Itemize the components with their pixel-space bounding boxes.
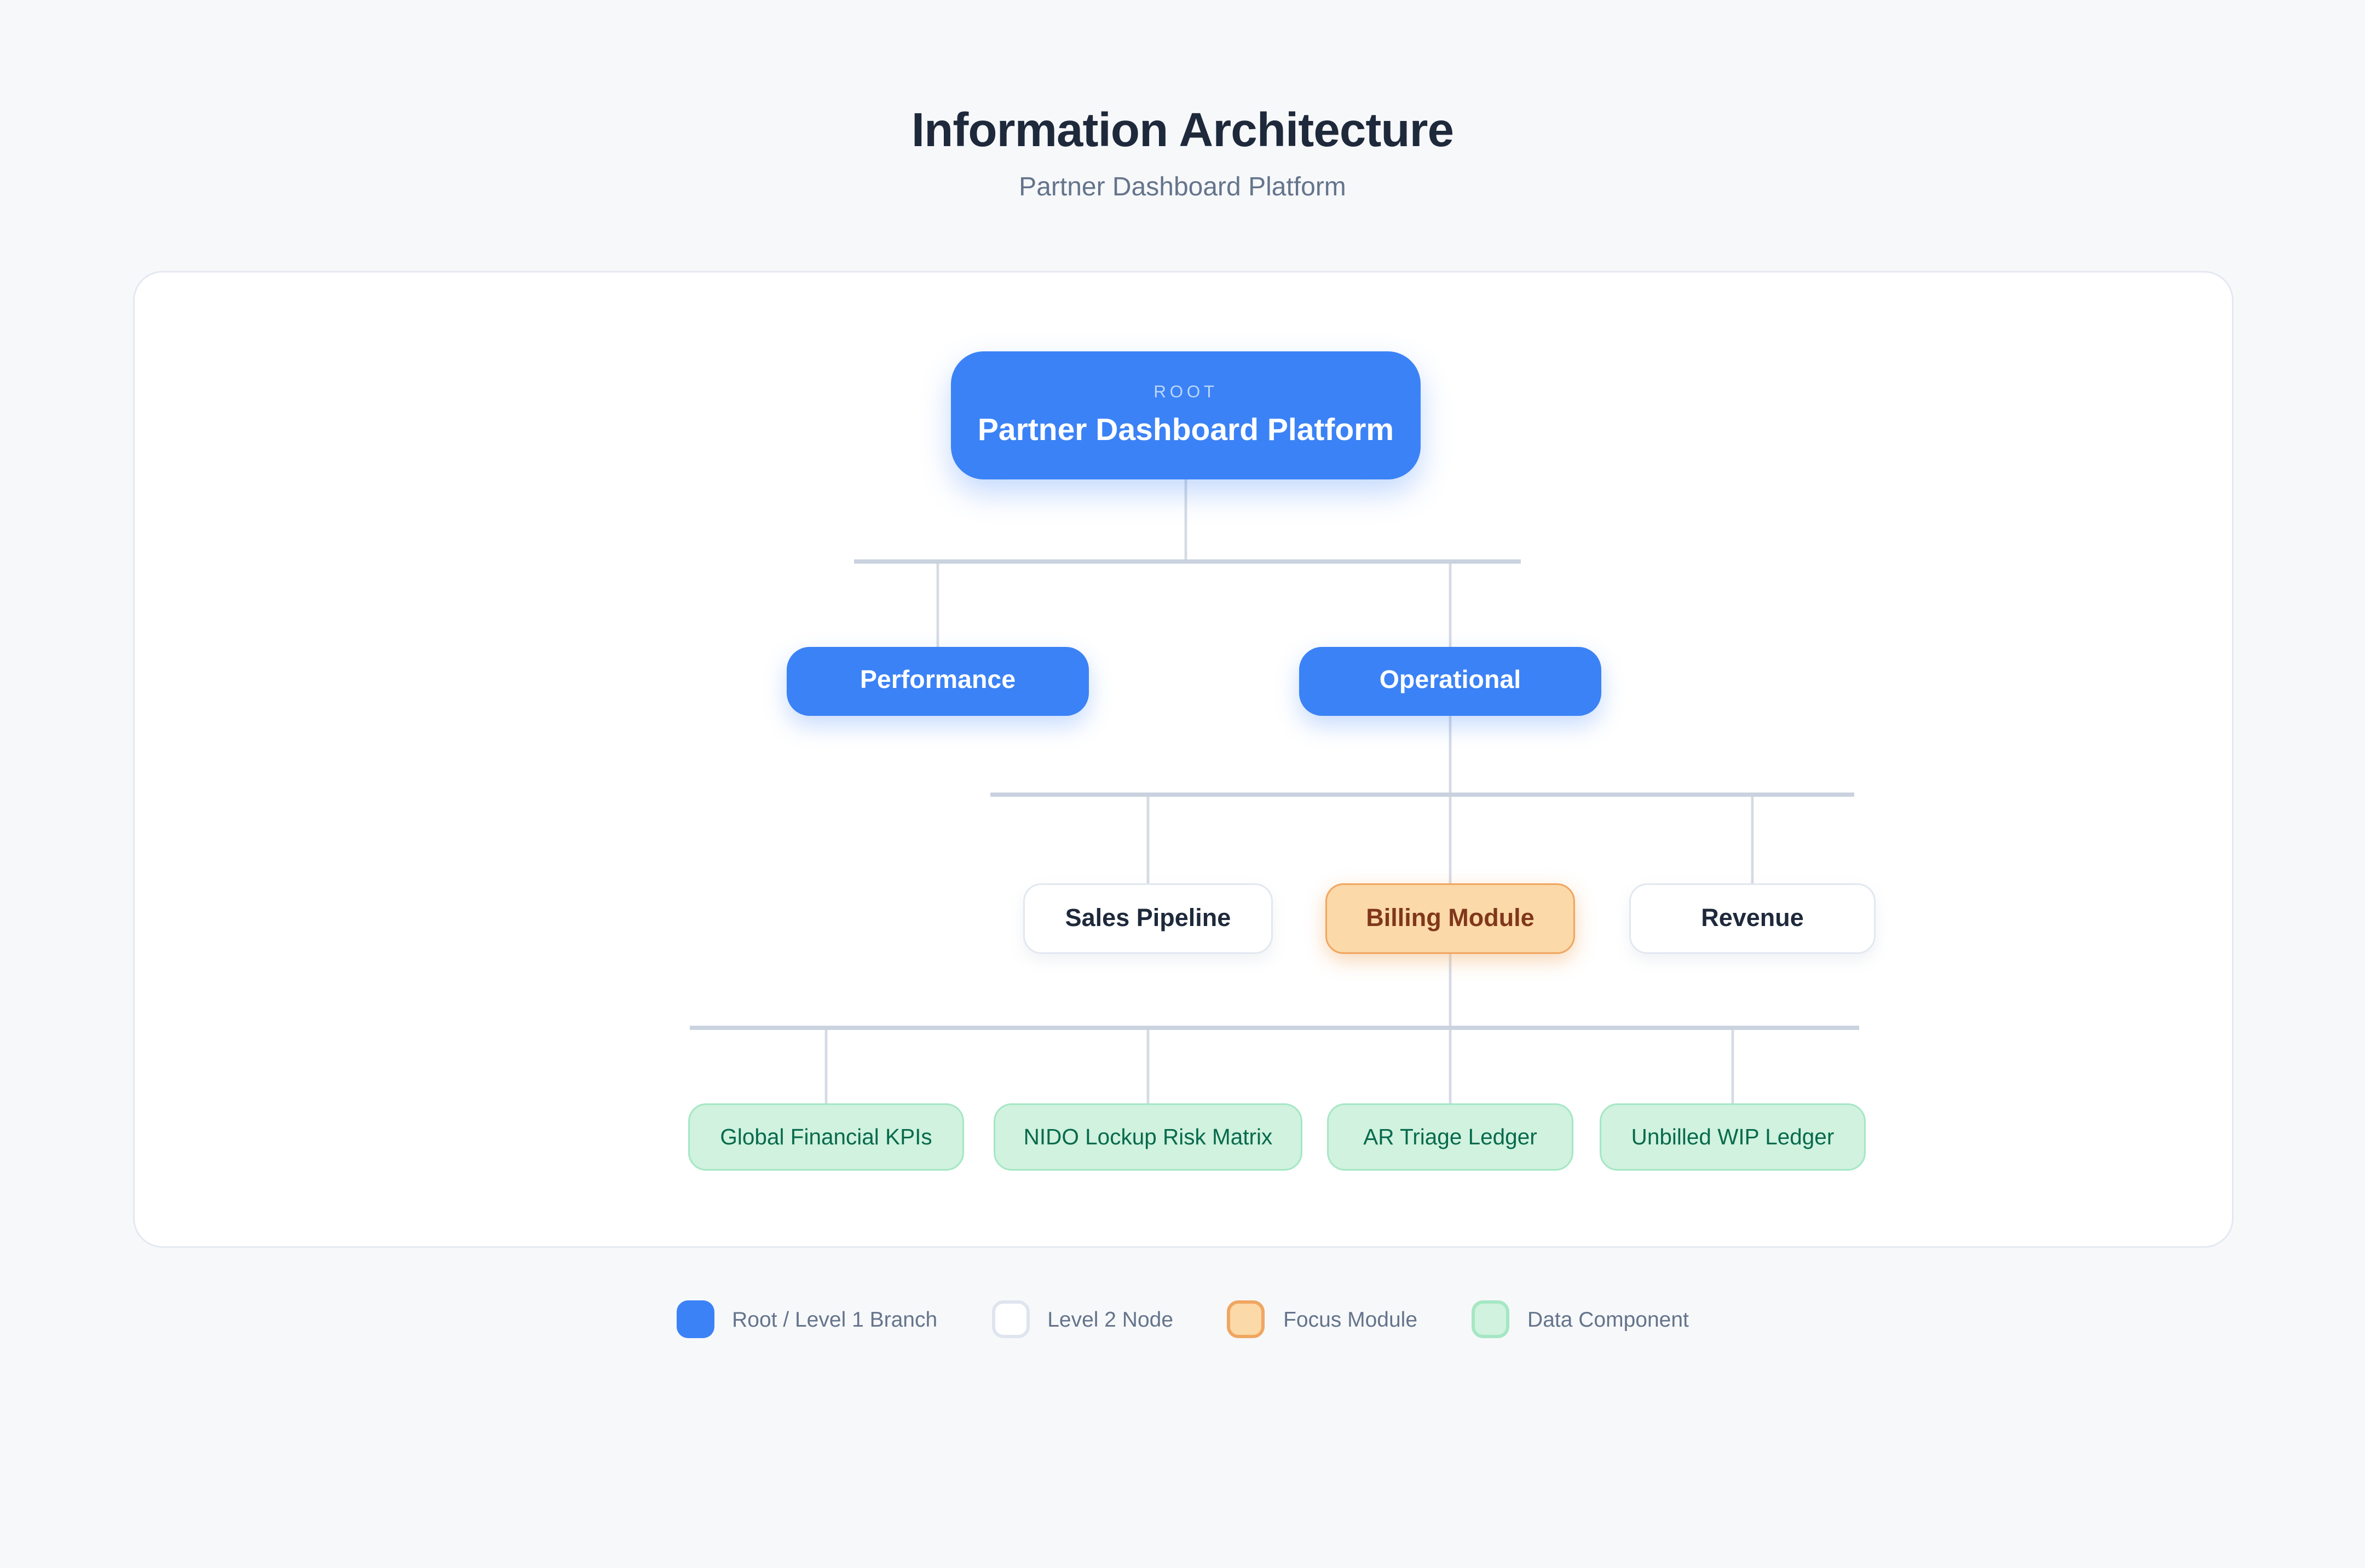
legend-item-root-level1: Root / Level 1 Branch <box>676 1300 937 1338</box>
page-title: Information Architecture <box>911 105 1454 158</box>
node-root: ROOT Partner Dashboard Platform <box>951 351 1421 479</box>
node-revenue: Revenue <box>1629 883 1876 954</box>
legend-label-level2-node: Level 2 Node <box>1047 1307 1174 1332</box>
legend-item-focus-module: Focus Module <box>1227 1300 1417 1338</box>
connector-lines <box>690 478 1859 1105</box>
legend-item-level2-node: Level 2 Node <box>991 1300 1173 1338</box>
connector-horizontals <box>690 559 1859 1030</box>
diagram-canvas: ROOT Partner Dashboard Platform Performa… <box>133 271 2234 1248</box>
node-nido-lockup-risk-matrix: NIDO Lockup Risk Matrix <box>994 1103 1302 1171</box>
legend: Root / Level 1 Branch Level 2 Node Focus… <box>0 1300 2365 1338</box>
legend-swatch-root-level1 <box>676 1300 714 1338</box>
legend-item-data-component: Data Component <box>1472 1300 1689 1338</box>
node-performance: Performance <box>787 647 1089 716</box>
node-sales-pipeline: Sales Pipeline <box>1023 883 1273 954</box>
node-ar-triage-ledger: AR Triage Ledger <box>1327 1103 1573 1171</box>
legend-swatch-level2-node <box>991 1300 1030 1338</box>
legend-swatch-focus-module <box>1227 1300 1266 1338</box>
legend-label-data-component: Data Component <box>1527 1307 1689 1332</box>
node-operational: Operational <box>1299 647 1601 716</box>
node-billing-module: Billing Module <box>1325 883 1575 954</box>
connector-verticals <box>824 478 1754 1105</box>
legend-label-focus-module: Focus Module <box>1283 1307 1418 1332</box>
node-root-label: Partner Dashboard Platform <box>977 413 1394 448</box>
legend-swatch-data-component <box>1472 1300 1510 1338</box>
node-global-financial-kpis: Global Financial KPIs <box>688 1103 964 1171</box>
page-subtitle: Partner Dashboard Platform <box>1019 174 1346 202</box>
header: Information Architecture Partner Dashboa… <box>0 105 2365 204</box>
node-root-tag: ROOT <box>1153 381 1218 402</box>
node-unbilled-wip-ledger: Unbilled WIP Ledger <box>1600 1103 1866 1171</box>
legend-label-root-level1: Root / Level 1 Branch <box>732 1307 938 1332</box>
